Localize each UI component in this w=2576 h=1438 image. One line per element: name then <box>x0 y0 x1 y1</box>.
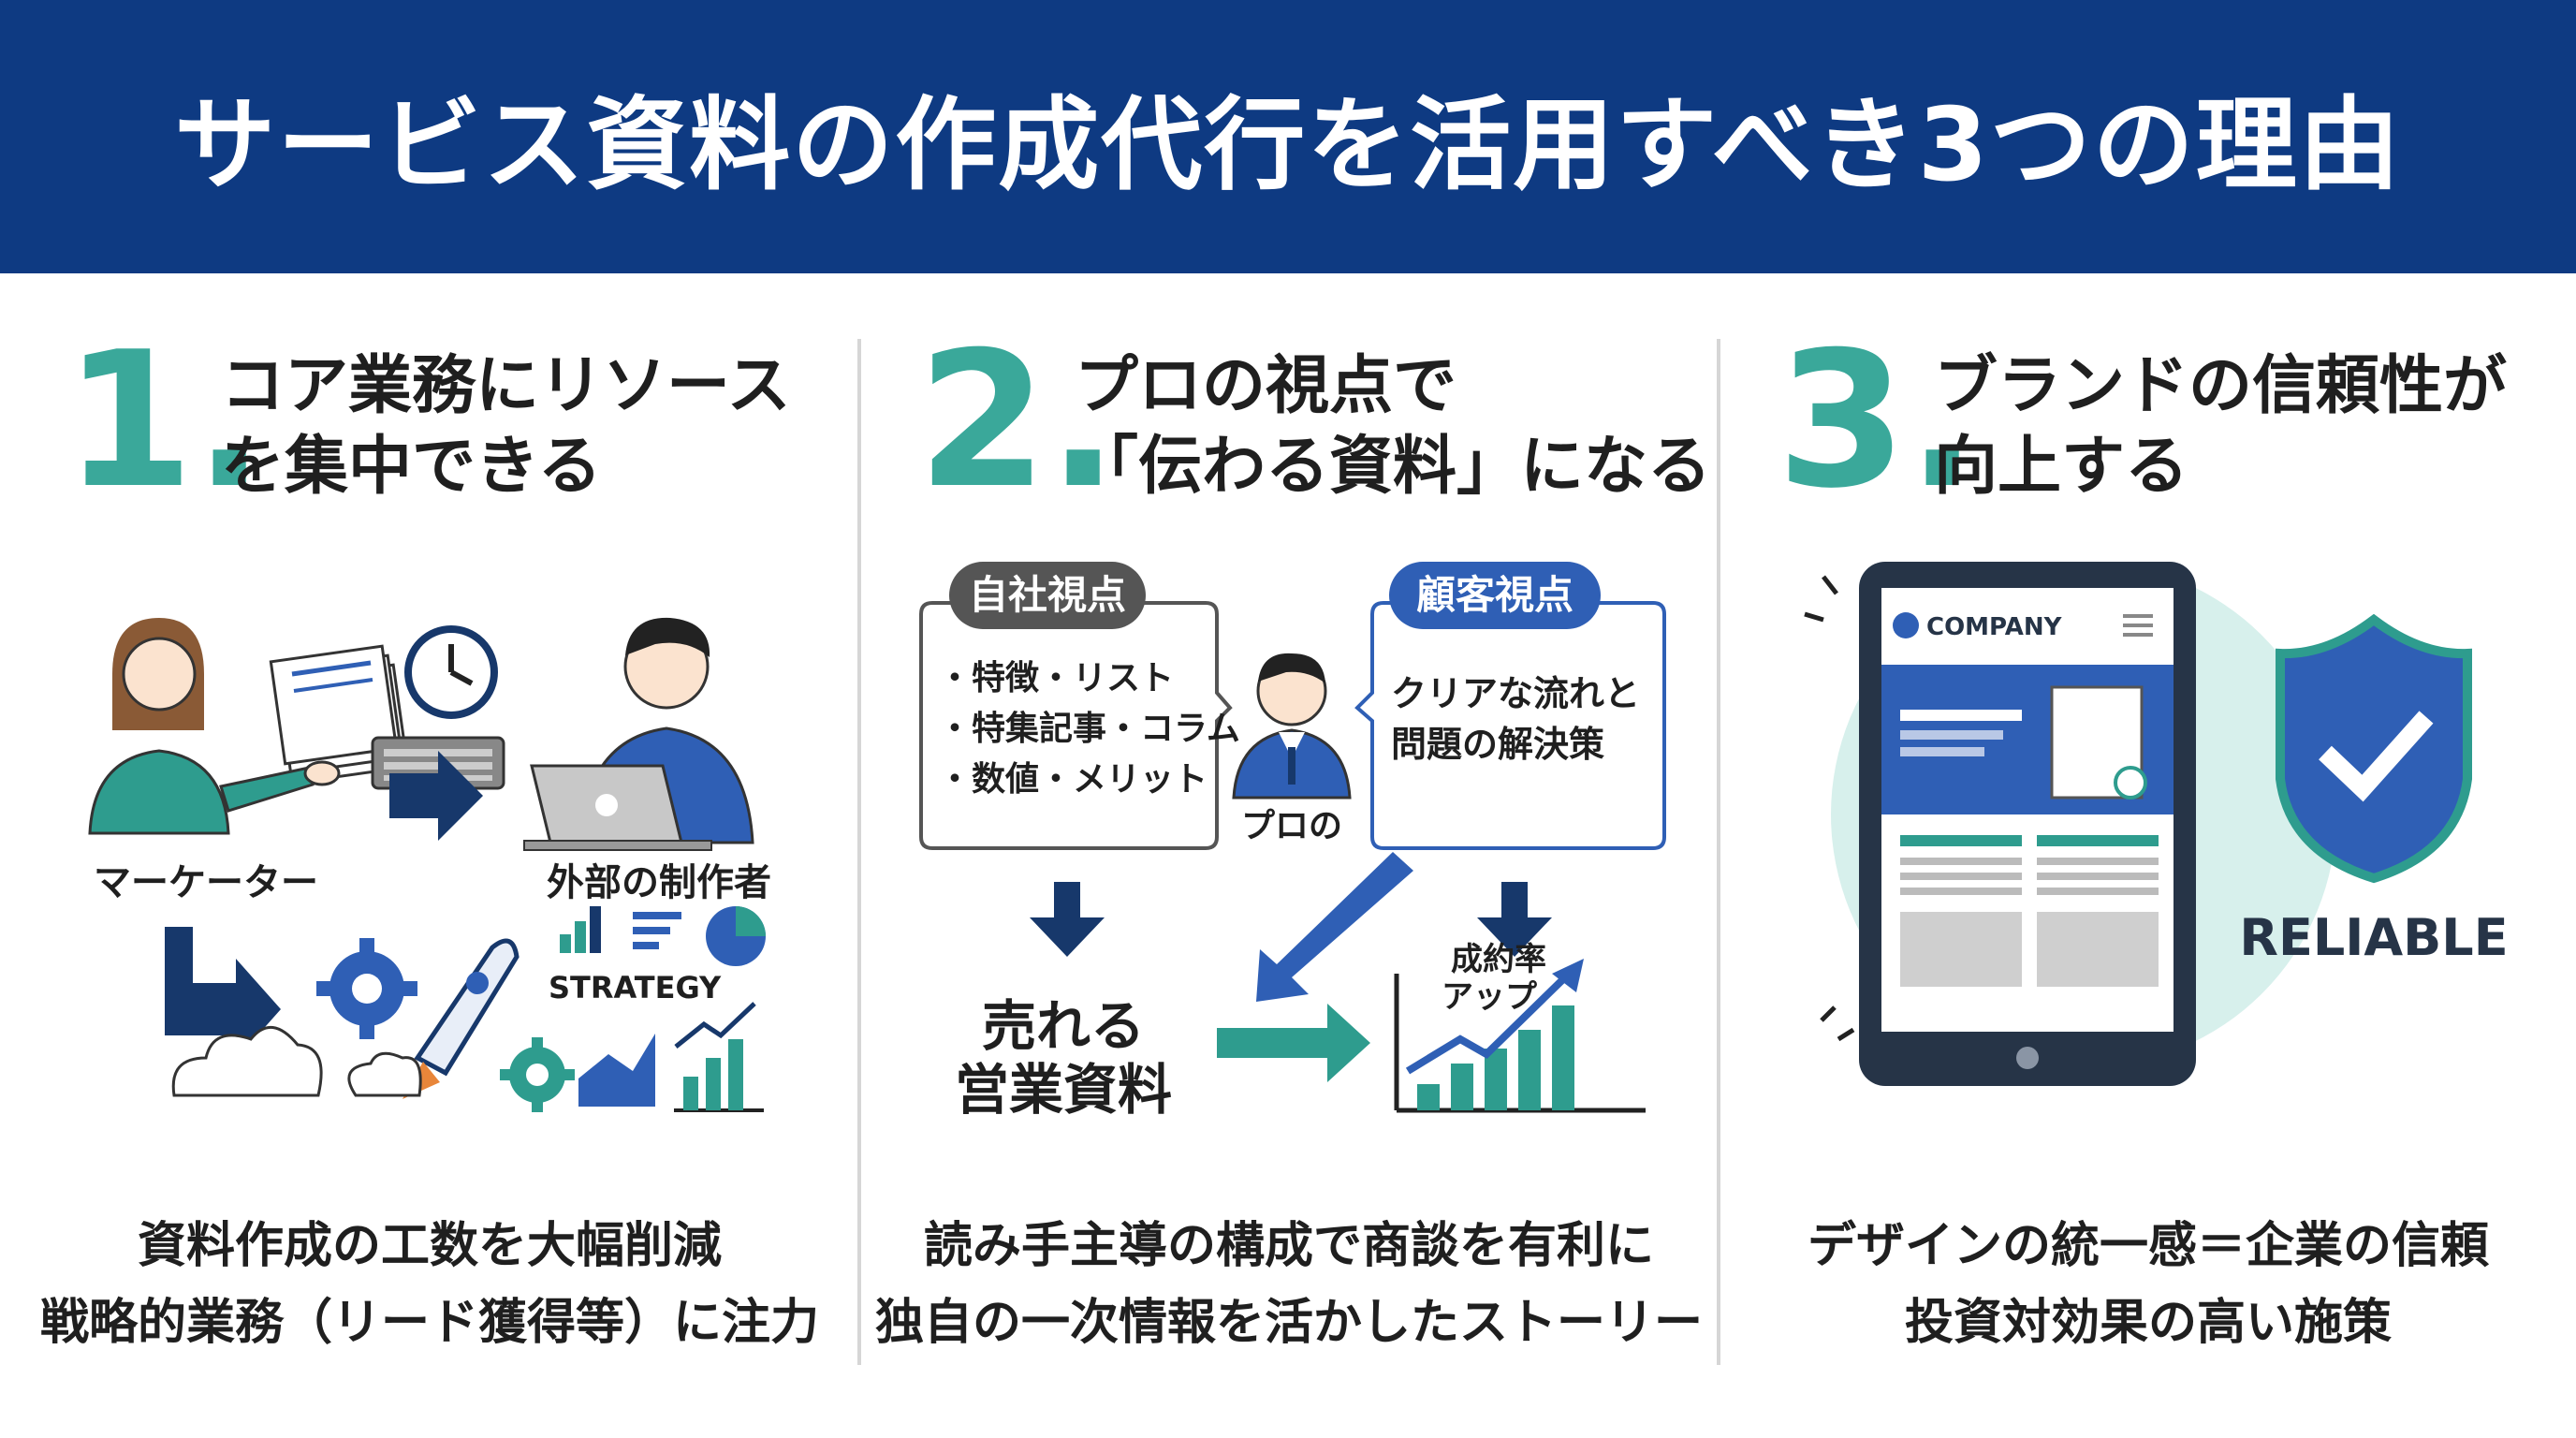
reason-caption: デザインの統一感＝企業の信頼 投資対効果の高い施策 <box>1719 1208 2576 1361</box>
conversion-label: アップ <box>1442 978 1537 1016</box>
reason-heading-line: プロの視点で <box>1075 349 1457 423</box>
reason-caption-line: 戦略的業務（リード獲得等）に注力 <box>39 1295 819 1351</box>
reason-heading: ブランドの信頼性が 向上する <box>1934 346 2507 507</box>
clock-icon <box>404 625 498 719</box>
reason-number: 2. <box>917 328 1119 515</box>
reason-caption-line: デザインの統一感＝企業の信頼 <box>1807 1218 2489 1274</box>
customer-perspective-title: 顧客視点 <box>1416 572 1573 618</box>
perspective-illustration: 自社視点 ・特徴・リスト ・特集記事・コラム ・数値・メリット 顧客視点 クリア… <box>859 534 1719 1114</box>
title-banner: サービス資料の作成代行を活用すべき3つの理由 <box>0 0 2576 273</box>
arrow-right-icon <box>389 751 483 841</box>
sparkle-icon <box>1804 575 1855 1042</box>
arrow-down-icon <box>1030 882 1105 957</box>
result-line: 売れる <box>982 994 1145 1058</box>
document-stack-icon <box>269 644 410 785</box>
reason-heading-line: コア業務にリソース <box>221 349 791 423</box>
marketer-label: マーケーター <box>94 861 318 904</box>
smoke-icon <box>347 1051 422 1097</box>
professional-person-icon <box>1232 653 1352 800</box>
reason-heading-line: 「伝わる資料」になる <box>1075 430 1712 504</box>
own-perspective-bubble: 自社視点 ・特徴・リスト ・特集記事・コラム ・数値・メリット <box>919 562 1240 850</box>
reason-caption: 資料作成の工数を大幅削減 戦略的業務（リード獲得等）に注力 <box>0 1208 859 1361</box>
reason-column-2: 2. プロの視点で 「伝わる資料」になる 自社視点 ・特徴・リスト ・特集記事・… <box>859 309 1719 1414</box>
customer-perspective-line: クリアな流れと <box>1391 673 1640 714</box>
reason-heading-line: 向上する <box>1934 430 2189 504</box>
reason-number-digit: 1 <box>64 312 195 530</box>
gear-icon <box>500 1037 575 1112</box>
cloud-icon <box>171 1025 323 1097</box>
reason-heading-line: ブランドの信頼性が <box>1934 349 2508 423</box>
l-arrow-icon <box>165 927 281 1060</box>
area-chart-icon <box>578 1034 655 1107</box>
tablet-icon: COMPANY <box>1859 562 2196 1086</box>
reason-number-dot: . <box>1047 312 1120 530</box>
reason-heading-line: を集中できる <box>221 430 602 504</box>
reason-caption-line: 独自の一次情報を活かしたストーリー <box>874 1295 1703 1351</box>
reason-caption-line: 資料作成の工数を大幅削減 <box>137 1218 722 1274</box>
creator-label: 外部の制作者 <box>547 861 771 904</box>
reason-caption: 読み手主導の構成で商談を有利に 独自の一次情報を活かしたストーリー <box>859 1208 1719 1361</box>
customer-perspective-line: 問題の解決策 <box>1391 724 1604 765</box>
column-divider <box>857 339 861 1365</box>
reason-number-dot: . <box>1907 312 1979 530</box>
column-divider <box>1717 339 1720 1365</box>
own-perspective-title: 自社視点 <box>969 572 1126 618</box>
reason-number: 1. <box>64 328 265 515</box>
result-line: 営業資料 <box>955 1058 1172 1114</box>
marketer-person-icon <box>88 618 341 835</box>
gear-icon <box>316 938 417 1039</box>
own-perspective-item: ・特徴・リスト <box>938 659 1174 697</box>
own-perspective-item: ・数値・メリット <box>938 760 1208 799</box>
reason-column-3: 3. ブランドの信頼性が 向上する COMPANY <box>1719 309 2576 1414</box>
arrow-down-icon <box>1477 882 1552 957</box>
outsourcing-illustration: マーケーター 外部の制作者 <box>0 534 859 1114</box>
line-chart-icon <box>674 1002 764 1112</box>
reason-number-dot: . <box>194 312 266 530</box>
reason-number-digit: 2 <box>917 312 1048 530</box>
arrow-diagonal-icon <box>1256 852 1413 1002</box>
shield-check-icon <box>2276 613 2472 884</box>
customer-perspective-bubble: 顧客視点 クリアな流れと 問題の解決策 <box>1354 562 1666 850</box>
reason-heading: プロの視点で 「伝わる資料」になる <box>1075 346 1711 507</box>
reliable-label: RELIABLE <box>2239 908 2508 967</box>
reason-column-1: 1. コア業務にリソース を集中できる <box>0 309 859 1414</box>
brand-trust-illustration: COMPANY <box>1719 534 2576 1114</box>
tablet-brand-name: COMPANY <box>1926 613 2063 641</box>
arrow-right-icon <box>1217 1004 1370 1082</box>
bar-chart-icon <box>560 906 681 953</box>
own-perspective-item: ・特集記事・コラム <box>938 710 1240 748</box>
page-title: サービス資料の作成代行を活用すべき3つの理由 <box>174 87 2402 204</box>
reason-number-digit: 3 <box>1777 312 1908 530</box>
reason-caption-line: 投資対効果の高い施策 <box>1904 1295 2392 1351</box>
laptop-icon <box>523 764 712 851</box>
growth-chart-icon <box>1394 959 1646 1113</box>
strategy-label: STRATEGY <box>549 970 722 1005</box>
reason-caption-line: 読み手主導の構成で商談を有利に <box>923 1218 1654 1274</box>
professional-label: プロの <box>1241 807 1342 845</box>
reason-heading: コア業務にリソース を集中できる <box>221 346 791 507</box>
conversion-label: 成約率 <box>1451 941 1546 978</box>
pie-chart-icon <box>706 906 766 966</box>
reason-number: 3. <box>1777 328 1978 515</box>
